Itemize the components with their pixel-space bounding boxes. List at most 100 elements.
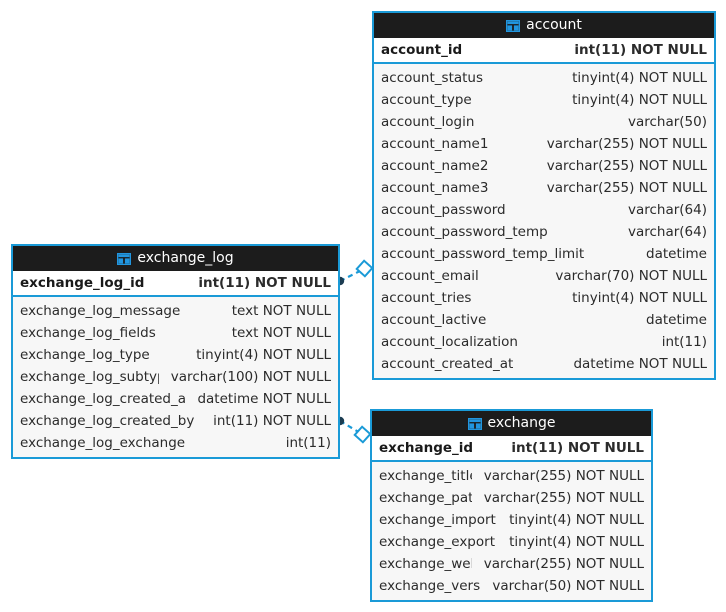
field-name: exchange_path [379,490,472,506]
field-name: account_type [381,92,472,108]
field-type: tinyint(4) NOT NULL [509,512,644,528]
field-row[interactable]: account_login varchar(50) [374,111,714,133]
primary-key-row[interactable]: account_id int(11) NOT NULL [374,38,714,64]
field-type: datetime [646,246,707,262]
field-row[interactable]: account_password varchar(64) [374,199,714,221]
field-row[interactable]: account_email varchar(70) NOT NULL [374,265,714,287]
field-name: account_email [381,268,479,284]
field-name: exchange_version [379,578,481,594]
field-type: datetime [646,312,707,328]
field-name: account_login [381,114,475,130]
field-type: varchar(255) NOT NULL [546,136,707,152]
field-name: account_name3 [381,180,489,196]
primary-key-row[interactable]: exchange_id int(11) NOT NULL [372,436,651,462]
field-row[interactable]: exchange_import tinyint(4) NOT NULL [372,509,651,531]
field-name: account_lactive [381,312,487,328]
primary-key-row[interactable]: exchange_log_id int(11) NOT NULL [13,271,338,297]
entity-table-exchange[interactable]: exchange exchange_id int(11) NOT NULL ex… [370,409,653,602]
field-row[interactable]: account_status tinyint(4) NOT NULL [374,67,714,89]
field-type: varchar(64) [627,202,707,218]
field-name: account_name2 [381,158,489,174]
field-row[interactable]: account_localization int(11) [374,331,714,353]
field-type: varchar(100) NOT NULL [170,369,331,385]
field-name: exchange_log_exchange [20,435,186,451]
field-name: exchange_export [379,534,495,550]
field-name: account_status [381,70,484,86]
field-row[interactable]: account_created_at datetime NOT NULL [374,353,714,375]
field-name: account_created_at [381,356,514,372]
field-row[interactable]: account_password_temp_limit datetime [374,243,714,265]
field-row[interactable]: account_name3 varchar(255) NOT NULL [374,177,714,199]
field-list: exchange_log_message text NOT NULL excha… [13,297,338,457]
field-row[interactable]: account_type tinyint(4) NOT NULL [374,89,714,111]
field-name: exchange_log_type [20,347,150,363]
field-name: exchange_log_created_at [20,391,186,407]
field-type: int(11) NOT NULL [511,440,644,456]
field-row[interactable]: account_lactive datetime [374,309,714,331]
entity-name-label: exchange_log [137,250,234,266]
field-type: tinyint(4) NOT NULL [509,534,644,550]
field-name: account_id [381,42,463,58]
field-type: varchar(50) [627,114,707,130]
field-row[interactable]: account_tries tinyint(4) NOT NULL [374,287,714,309]
field-row[interactable]: exchange_version varchar(50) NOT NULL [372,575,651,597]
entity-header-exchange-log: exchange_log [13,246,338,271]
field-type: tinyint(4) NOT NULL [572,92,707,108]
field-type: int(11) NOT NULL [213,413,331,429]
relationship-exchange-log-to-account [335,259,374,286]
entity-table-exchange-log[interactable]: exchange_log exchange_log_id int(11) NOT… [11,244,340,459]
field-type: varchar(70) NOT NULL [555,268,707,284]
field-row[interactable]: exchange_log_fields text NOT NULL [13,322,338,344]
field-row[interactable]: exchange_log_exchange int(11) [13,432,338,454]
field-name: exchange_title [379,468,472,484]
table-icon [467,417,482,430]
field-row[interactable]: exchange_log_type tinyint(4) NOT NULL [13,344,338,366]
field-name: exchange_log_created_by [20,413,195,429]
field-row[interactable]: exchange_log_message text NOT NULL [13,300,338,322]
field-name: exchange_website [379,556,472,572]
field-row[interactable]: exchange_path varchar(255) NOT NULL [372,487,651,509]
field-row[interactable]: exchange_log_subtype varchar(100) NOT NU… [13,366,338,388]
relationship-exchange-log-to-exchange [335,416,372,444]
field-name: exchange_log_fields [20,325,156,341]
field-row[interactable]: account_name1 varchar(255) NOT NULL [374,133,714,155]
field-type: datetime NOT NULL [197,391,331,407]
field-row[interactable]: exchange_export tinyint(4) NOT NULL [372,531,651,553]
entity-name-label: account [526,17,582,33]
field-type: datetime NOT NULL [573,356,707,372]
entity-name-label: exchange [487,415,556,431]
field-type: tinyint(4) NOT NULL [572,70,707,86]
field-name: exchange_id [379,440,474,456]
field-type: int(11) [285,435,331,451]
relationship-line [339,420,363,435]
field-row[interactable]: exchange_title varchar(255) NOT NULL [372,465,651,487]
field-row[interactable]: exchange_log_created_by int(11) NOT NULL [13,410,338,432]
field-type: text NOT NULL [231,325,331,341]
entity-table-account[interactable]: account account_id int(11) NOT NULL acco… [372,11,716,380]
field-type: int(11) NOT NULL [574,42,707,58]
field-row[interactable]: account_password_temp varchar(64) [374,221,714,243]
field-name: exchange_import [379,512,496,528]
field-list: exchange_title varchar(255) NOT NULL exc… [372,462,651,600]
field-type: varchar(255) NOT NULL [483,468,644,484]
field-type: tinyint(4) NOT NULL [196,347,331,363]
field-name: exchange_log_subtype [20,369,159,385]
table-icon [117,252,132,265]
relationship-line [339,269,363,282]
relationship-endpoint-diamond [353,425,372,444]
field-name: exchange_log_message [20,303,181,319]
field-type: varchar(64) [627,224,707,240]
field-type: text NOT NULL [231,303,331,319]
field-name: account_password [381,202,506,218]
field-type: varchar(255) NOT NULL [483,490,644,506]
field-type: int(11) [661,334,707,350]
field-row[interactable]: exchange_website varchar(255) NOT NULL [372,553,651,575]
field-list: account_status tinyint(4) NOT NULL accou… [374,64,714,378]
field-type: varchar(255) NOT NULL [546,180,707,196]
field-name: exchange_log_id [20,275,145,291]
entity-header-exchange: exchange [372,411,651,436]
field-row[interactable]: account_name2 varchar(255) NOT NULL [374,155,714,177]
field-row[interactable]: exchange_log_created_at datetime NOT NUL… [13,388,338,410]
field-type: varchar(255) NOT NULL [546,158,707,174]
